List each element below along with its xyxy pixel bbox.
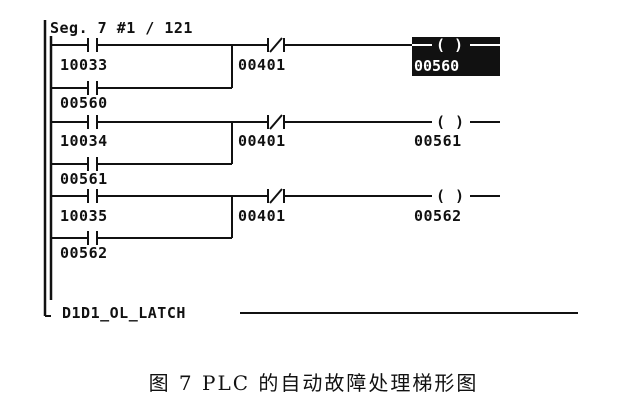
segment-header: Seg. 7 #1 / 121 (50, 19, 193, 37)
seal-contact-address[interactable]: 00561 (60, 170, 108, 188)
coil-symbol: ( ) (436, 113, 465, 131)
nc-slash (269, 114, 283, 130)
seal-contact-address[interactable]: 00560 (60, 94, 108, 112)
contact-address[interactable]: 10033 (60, 56, 108, 74)
contact-address[interactable]: 10034 (60, 132, 108, 150)
nc-contact-address[interactable]: 00401 (238, 56, 286, 74)
coil-selection-highlight (412, 37, 500, 76)
figure-caption: 图 7 PLC 的自动故障处理梯形图 (148, 371, 479, 395)
rung-1[interactable]: 10033 00560 00401 ( ) 00560 (51, 36, 500, 112)
coil-symbol: ( ) (436, 36, 463, 54)
block-name-label: D1D1_OL_LATCH (62, 304, 186, 322)
nc-contact-address[interactable]: 00401 (238, 207, 286, 225)
rung-2[interactable]: 10034 00561 00401 ( ) 00561 (51, 113, 500, 188)
seal-contact-address[interactable]: 00562 (60, 244, 108, 262)
coil-address[interactable]: 00562 (414, 207, 462, 225)
contact-address[interactable]: 10035 (60, 207, 108, 225)
nc-slash (269, 37, 283, 53)
coil-address[interactable]: 00560 (414, 57, 459, 75)
nc-contact-address[interactable]: 00401 (238, 132, 286, 150)
coil-symbol: ( ) (436, 187, 465, 205)
rung-3[interactable]: 10035 00562 00401 ( ) 00562 (51, 187, 500, 262)
nc-slash (269, 188, 283, 204)
coil-address[interactable]: 00561 (414, 132, 462, 150)
